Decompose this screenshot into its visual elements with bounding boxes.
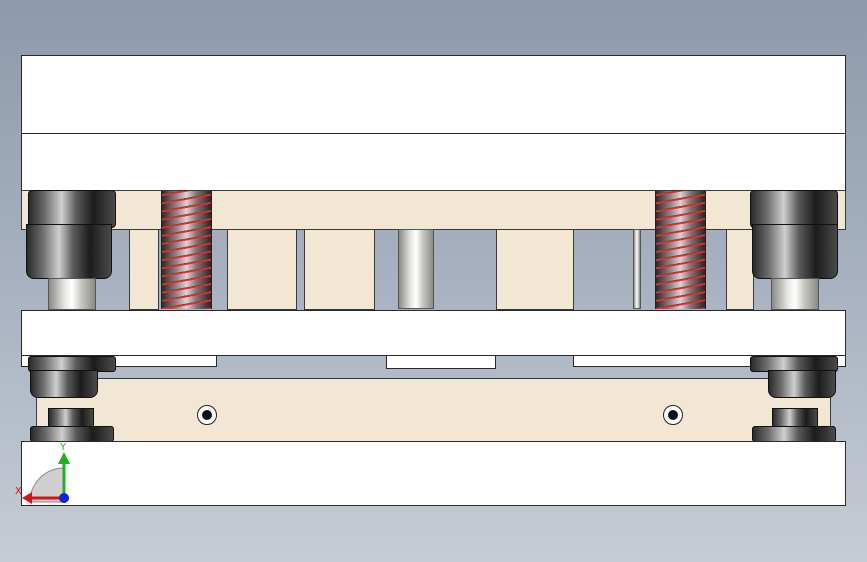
guide-bushing-lower-right[interactable] [752, 426, 836, 442]
coordinate-triad: Y X [14, 440, 84, 510]
bottom-base-plate[interactable] [21, 441, 846, 506]
guide-bushing-upper-right[interactable] [752, 224, 838, 279]
guide-bushing-lower-left[interactable] [48, 408, 94, 428]
top-clamp-plate[interactable] [21, 55, 846, 134]
triad-icon [22, 452, 70, 504]
die-spring-left[interactable] [161, 191, 212, 309]
spacer-block[interactable] [227, 229, 297, 310]
guide-bushing-upper-left[interactable] [28, 190, 116, 228]
triad-y-label: Y [60, 442, 67, 453]
spacer-block[interactable] [129, 229, 159, 310]
lower-die-block[interactable] [36, 378, 831, 442]
hex-socket-screw-icon[interactable] [197, 405, 217, 425]
spacer-block[interactable] [304, 229, 375, 310]
upper-backing-strip[interactable] [21, 190, 846, 230]
guide-post-right[interactable] [771, 278, 819, 310]
guide-bushing-lower-left[interactable] [30, 370, 98, 398]
guide-pin[interactable] [633, 229, 641, 309]
hex-socket-screw-icon[interactable] [663, 405, 683, 425]
stripper-pad[interactable] [386, 355, 496, 369]
guide-post-left[interactable] [48, 278, 96, 310]
die-spring-right[interactable] [655, 191, 706, 309]
guide-pin[interactable] [398, 229, 434, 309]
upper-die-plate[interactable] [21, 133, 846, 191]
spacer-block[interactable] [726, 229, 754, 310]
stripper-plate[interactable] [21, 310, 846, 356]
guide-bushing-lower-right[interactable] [772, 408, 818, 428]
spacer-block[interactable] [496, 229, 574, 310]
guide-bushing-lower-right[interactable] [768, 370, 836, 398]
guide-bushing-upper-left[interactable] [26, 224, 112, 279]
triad-x-label: X [15, 486, 22, 497]
guide-bushing-upper-right[interactable] [750, 190, 838, 228]
